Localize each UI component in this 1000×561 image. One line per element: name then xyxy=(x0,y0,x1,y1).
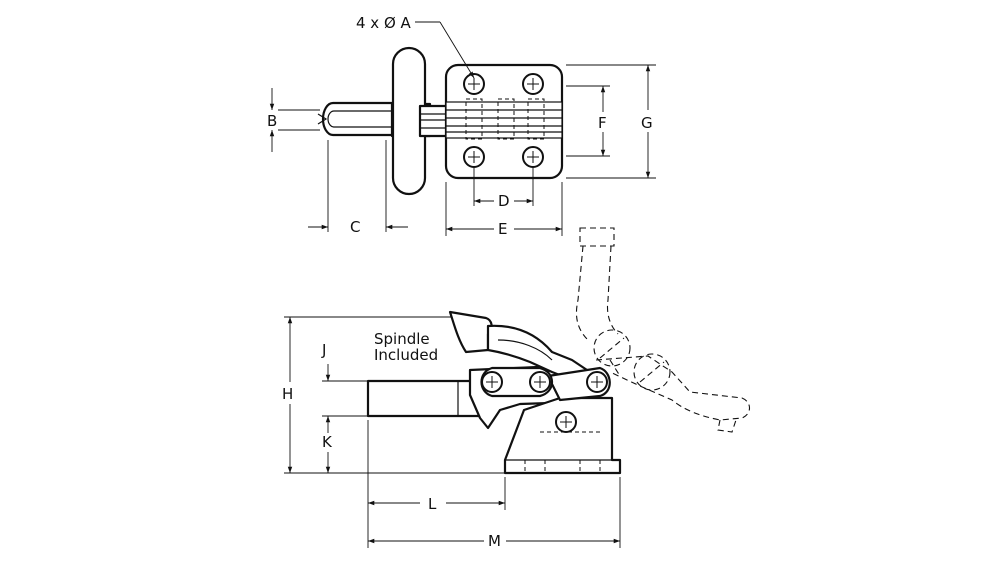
top-view: 4 x Ø A B C D xyxy=(267,14,656,238)
dim-label-C: C xyxy=(350,218,360,236)
dim-label-K: K xyxy=(322,433,333,451)
dim-label-B: B xyxy=(267,112,277,130)
hole-callout-label: 4 x Ø A xyxy=(356,14,412,32)
dim-label-L: L xyxy=(428,495,437,513)
dimension-H: H xyxy=(282,317,293,473)
dimension-E: E xyxy=(445,182,563,238)
dim-label-E: E xyxy=(498,220,507,238)
side-view: Spindle Included H J K L xyxy=(282,227,751,550)
dim-label-G: G xyxy=(641,114,653,132)
open-position-ghost xyxy=(575,227,751,433)
dimension-M: M xyxy=(368,477,621,550)
dimension-J: J xyxy=(321,341,331,433)
dim-label-F: F xyxy=(598,114,607,132)
dim-label-J: J xyxy=(321,341,326,359)
mounting-holes xyxy=(463,73,544,168)
dimension-C: C xyxy=(308,140,408,236)
dimension-B: B xyxy=(267,88,320,152)
dimension-D: D xyxy=(473,168,534,210)
dimension-K: K xyxy=(322,433,333,473)
dim-label-M: M xyxy=(488,532,501,550)
dimension-L: L xyxy=(367,420,506,548)
dim-label-D: D xyxy=(498,192,510,210)
pivot-pins xyxy=(481,371,608,433)
dim-label-H: H xyxy=(282,385,293,403)
base-block xyxy=(503,396,622,475)
spindle-callout-line2: Included xyxy=(374,346,438,364)
dimension-F: F xyxy=(566,85,610,157)
spindle-callout-line1: Spindle xyxy=(374,330,430,348)
handle-closed xyxy=(448,310,493,354)
spindle-top xyxy=(321,101,392,137)
dimension-G: G xyxy=(566,64,656,179)
